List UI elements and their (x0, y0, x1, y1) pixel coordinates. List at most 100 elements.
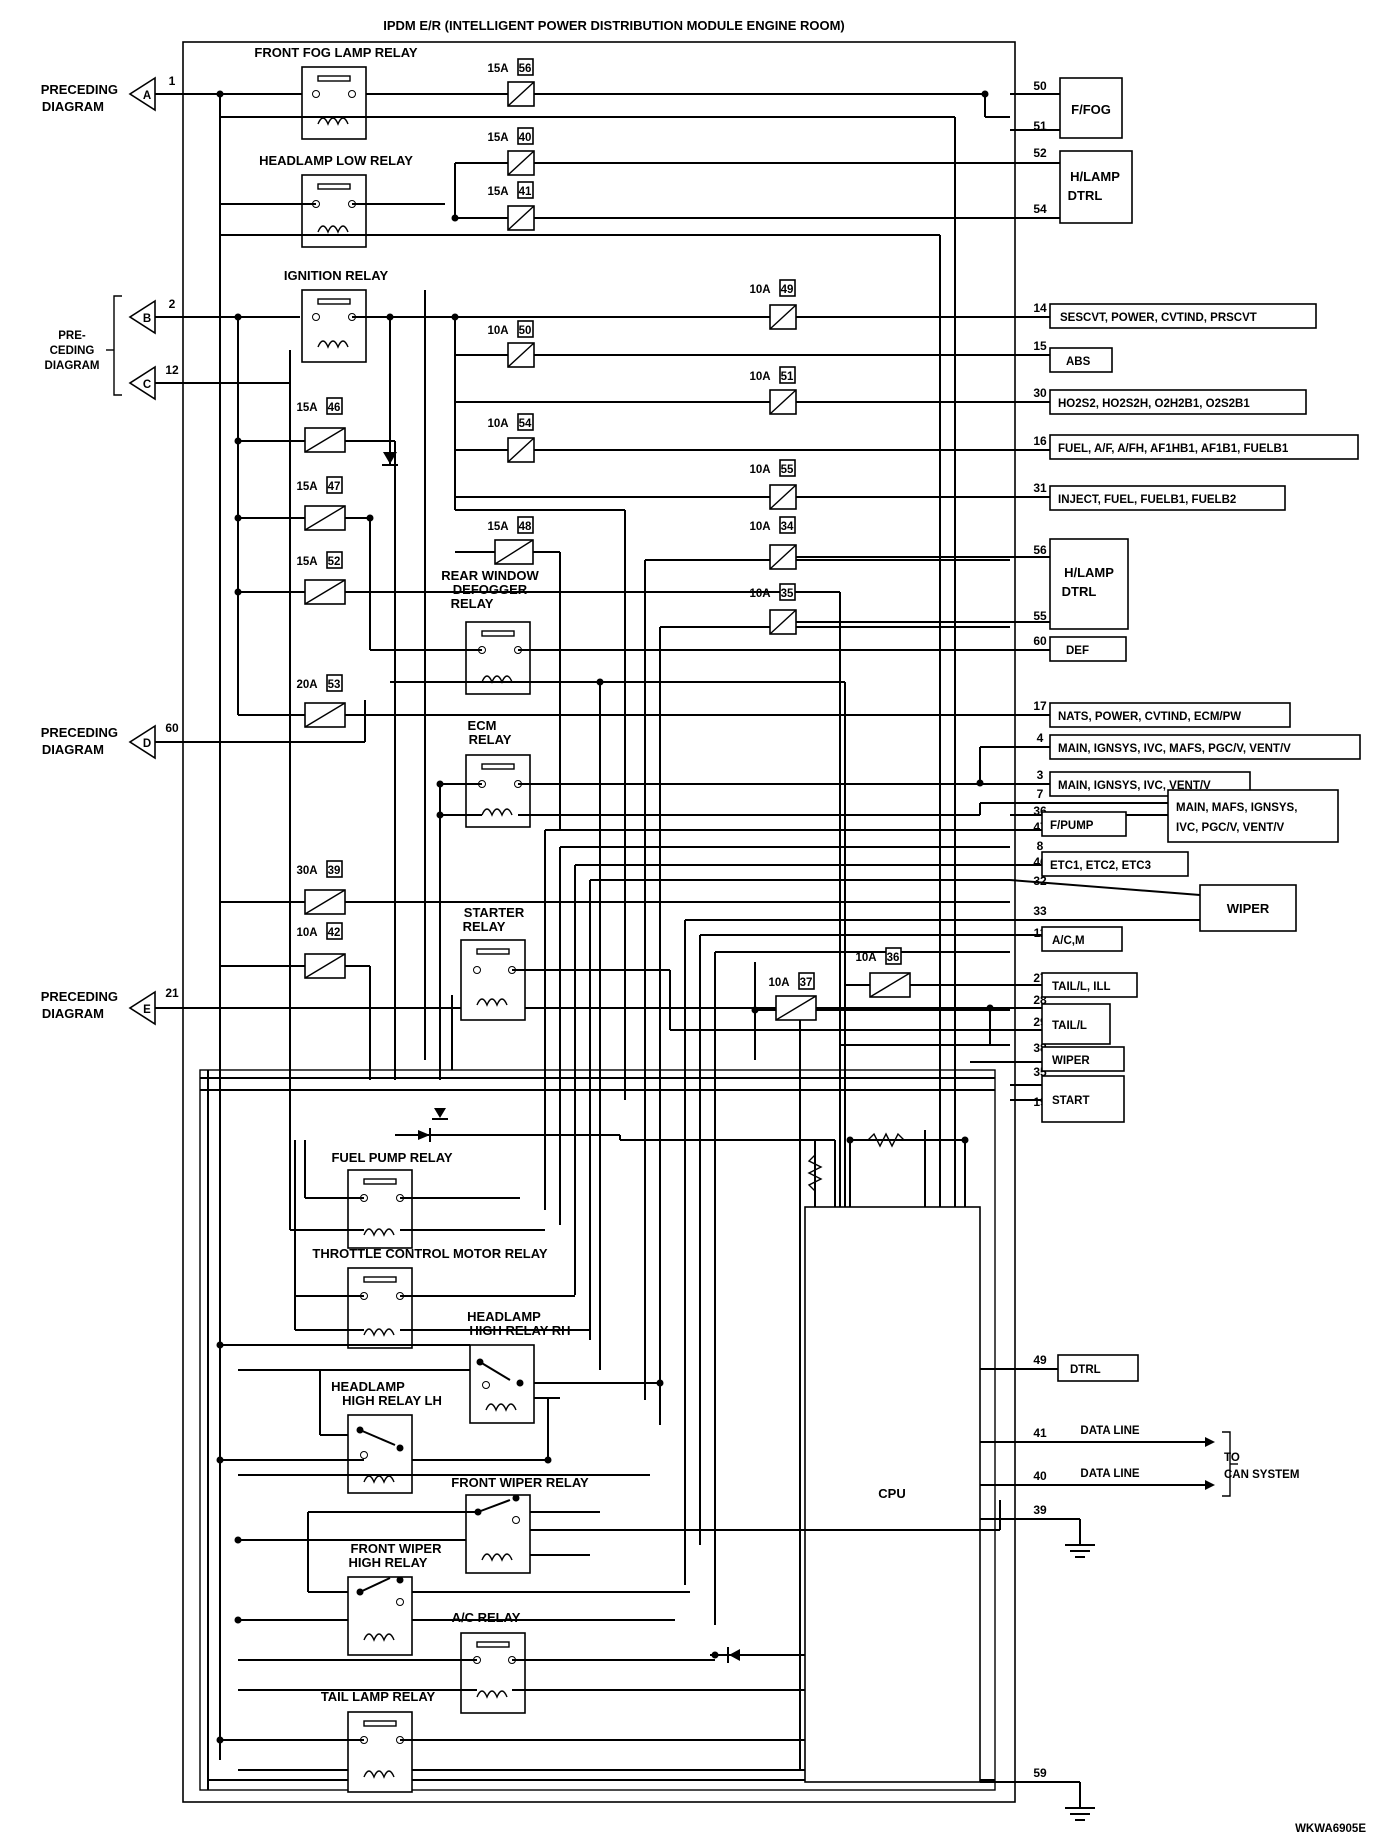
svg-text:H/LAMP: H/LAMP (1070, 169, 1120, 184)
fuse-50: 10A 50 (487, 320, 535, 368)
svg-text:59: 59 (1033, 1766, 1047, 1780)
svg-text:TAIL/L: TAIL/L (1052, 1020, 1087, 1032)
cpu-block: CPU (804, 1206, 981, 1783)
svg-text:DIAGRAM: DIAGRAM (45, 360, 100, 372)
svg-text:FRONT WIPER: FRONT WIPER (351, 1541, 443, 1556)
svg-text:15A: 15A (487, 521, 508, 533)
svg-text:30A: 30A (296, 865, 317, 877)
svg-text:ABS: ABS (1066, 356, 1091, 368)
svg-text:40: 40 (519, 132, 532, 144)
front-fog-lamp-relay: FRONT FOG LAMP RELAY (254, 45, 418, 140)
svg-text:CPU: CPU (878, 1486, 905, 1501)
svg-text:50: 50 (1033, 79, 1047, 93)
svg-text:RELAY: RELAY (469, 732, 512, 747)
svg-text:49: 49 (1033, 1353, 1047, 1367)
svg-text:FUEL PUMP RELAY: FUEL PUMP RELAY (331, 1150, 452, 1165)
svg-text:WIPER: WIPER (1227, 901, 1270, 916)
fuse-46: 15A 46 (296, 397, 346, 453)
fuse-37: 10A 37 (768, 972, 817, 1021)
svg-text:MAIN, MAFS, IGNSYS,: MAIN, MAFS, IGNSYS, (1176, 802, 1297, 814)
svg-text:10A: 10A (749, 521, 770, 533)
diagram-title: IPDM E/R (INTELLIGENT POWER DISTRIBUTION… (383, 18, 845, 33)
headlamp-high-relay-rh: HEADLAMP HIGH RELAY RH (467, 1309, 571, 1424)
ac-relay: A/C RELAY (452, 1610, 526, 1714)
svg-text:RELAY: RELAY (463, 919, 506, 934)
svg-text:52: 52 (328, 556, 341, 568)
svg-text:15A: 15A (296, 402, 317, 414)
svg-text:46: 46 (328, 402, 341, 414)
label-main-4: MAIN, IGNSYS, IVC, MAFS, PGC/V, VENT/V (1049, 734, 1361, 760)
svg-text:TO: TO (1224, 1452, 1240, 1464)
svg-text:55: 55 (1033, 609, 1047, 623)
svg-text:53: 53 (328, 679, 341, 691)
svg-text:10A: 10A (855, 952, 876, 964)
svg-text:WIPER: WIPER (1052, 1055, 1090, 1067)
label-ho2s2: HO2S2, HO2S2H, O2H2B1, O2S2B1 (1049, 389, 1307, 415)
svg-text:51: 51 (781, 371, 794, 383)
fuse-36: 10A 36 (855, 947, 911, 998)
figure-code: WKWA6905E (1295, 1823, 1366, 1835)
svg-text:CAN SYSTEM: CAN SYSTEM (1224, 1469, 1299, 1481)
svg-text:39: 39 (1033, 1503, 1047, 1517)
svg-text:16: 16 (1033, 434, 1047, 448)
data-line-41: DATA LINE (1080, 1425, 1215, 1447)
svg-text:DTRL: DTRL (1062, 584, 1097, 599)
hlamp-dtrl-box-1: H/LAMP DTRL (1059, 150, 1133, 224)
svg-text:60: 60 (165, 721, 179, 735)
svg-text:DEF: DEF (1066, 645, 1089, 657)
svg-text:F/FOG: F/FOG (1071, 102, 1111, 117)
connector-c: C 12 (128, 363, 290, 401)
svg-text:56: 56 (1033, 543, 1047, 557)
svg-text:41: 41 (519, 186, 532, 198)
label-wiper-38: WIPER (1041, 1046, 1125, 1072)
svg-text:MAIN, IGNSYS, IVC, MAFS, PGC/V: MAIN, IGNSYS, IVC, MAFS, PGC/V, VENT/V (1058, 743, 1291, 755)
svg-text:48: 48 (519, 521, 532, 533)
svg-text:21: 21 (165, 986, 179, 1000)
svg-text:REAR WINDOW: REAR WINDOW (441, 568, 539, 583)
svg-text:NATS, POWER, CVTIND, ECM/PW: NATS, POWER, CVTIND, ECM/PW (1058, 711, 1241, 723)
fuse-34: 10A 34 (749, 516, 797, 570)
svg-text:RELAY: RELAY (451, 596, 494, 611)
headlamp-high-relay-lh: HEADLAMP HIGH RELAY LH (331, 1379, 442, 1494)
label-taill-ill: TAIL/L, ILL (1041, 972, 1138, 998)
fuse-40: 15A 40 (487, 127, 535, 176)
starter-relay: STARTER RELAY (460, 905, 526, 1021)
svg-text:55: 55 (781, 464, 794, 476)
svg-text:15A: 15A (487, 132, 508, 144)
svg-text:E: E (143, 1004, 151, 1016)
fuse-53: 20A 53 (296, 674, 346, 728)
svg-text:B: B (143, 313, 151, 325)
svg-text:7: 7 (1037, 787, 1044, 801)
svg-text:SESCVT, POWER, CVTIND, PRSCVT: SESCVT, POWER, CVTIND, PRSCVT (1060, 312, 1257, 324)
svg-text:DIAGRAM: DIAGRAM (42, 99, 104, 114)
svg-text:10A: 10A (749, 371, 770, 383)
svg-text:A/C RELAY: A/C RELAY (452, 1610, 521, 1625)
fuse-49: 10A 49 (749, 279, 797, 330)
label-inject: INJECT, FUEL, FUELB1, FUELB2 (1049, 485, 1286, 511)
svg-text:START: START (1052, 1095, 1089, 1107)
svg-text:HEADLAMP: HEADLAMP (331, 1379, 405, 1394)
svg-text:HIGH RELAY LH: HIGH RELAY LH (342, 1393, 442, 1408)
svg-text:2: 2 (169, 297, 176, 311)
svg-text:IVC, PGC/V, VENT/V: IVC, PGC/V, VENT/V (1176, 822, 1285, 834)
svg-text:10A: 10A (749, 588, 770, 600)
hlamp-dtrl-box-2: H/LAMP DTRL (1049, 538, 1129, 630)
svg-text:ETC1, ETC2, ETC3: ETC1, ETC2, ETC3 (1050, 860, 1151, 872)
svg-text:DATA LINE: DATA LINE (1080, 1425, 1140, 1437)
svg-text:40: 40 (1033, 1469, 1047, 1483)
fuse-55: 10A 55 (749, 459, 797, 510)
fuel-pump-relay: FUEL PUMP RELAY (331, 1150, 453, 1249)
svg-text:HEADLAMP: HEADLAMP (467, 1309, 541, 1324)
bc-bracket-label: PRE- CEDING DIAGRAM (45, 295, 122, 396)
connector-e: PRECEDING DIAGRAM E 21 (41, 986, 1010, 1026)
label-fpump: F/PUMP (1041, 811, 1127, 837)
svg-text:STARTER: STARTER (464, 905, 525, 920)
ffog-box: F/FOG (1059, 77, 1123, 139)
label-wiper-big: WIPER (1199, 884, 1297, 932)
svg-text:15: 15 (1033, 339, 1047, 353)
connector-b: B 2 (128, 297, 300, 335)
front-wiper-relay: FRONT WIPER RELAY (451, 1475, 589, 1574)
svg-text:1: 1 (169, 74, 176, 88)
svg-text:54: 54 (519, 418, 532, 430)
svg-text:TAIL LAMP RELAY: TAIL LAMP RELAY (321, 1689, 436, 1704)
